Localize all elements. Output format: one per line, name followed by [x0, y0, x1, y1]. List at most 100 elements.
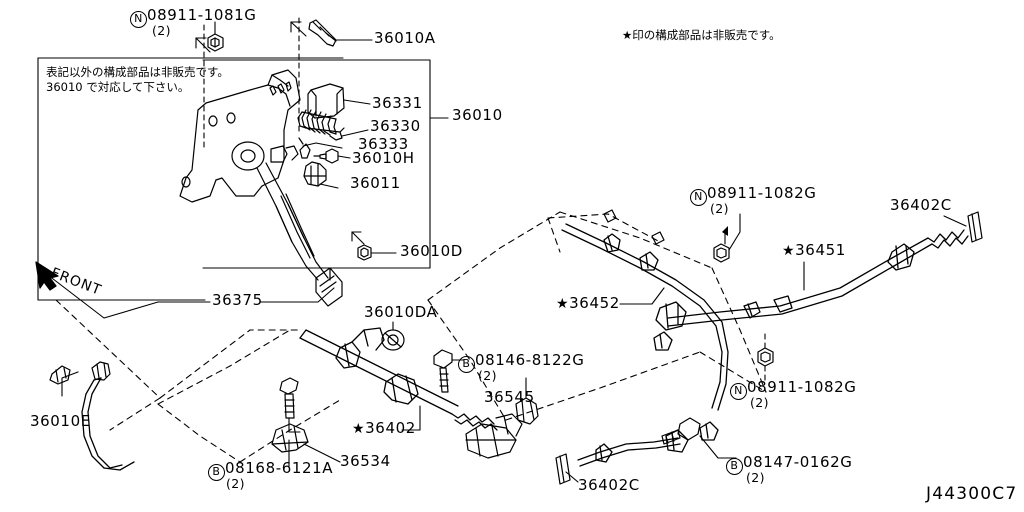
bracket-left-small [49, 365, 71, 385]
dashed-panel-center-right [427, 211, 767, 421]
leader-36402 [401, 405, 421, 431]
label-08911-1082G-upper-text: 08911-1082G [707, 184, 817, 202]
diagram-id: J44300C7 [926, 484, 1018, 504]
label-36010E: 36010E [30, 412, 91, 430]
front-direction-arrow [35, 261, 59, 291]
leader-36402C-top [943, 215, 967, 227]
leader-arrow-36010D [351, 231, 365, 245]
part-36331-boot [307, 83, 345, 119]
bracket-36534 [271, 423, 309, 453]
note-box-outline [37, 57, 344, 301]
fastener-class-icon-b: B [458, 356, 475, 373]
label-08911-1081G-text: 08911-1081G [147, 6, 257, 24]
qty-08168-6121A: (2) [226, 476, 245, 491]
non-sale-star-icon: ★ [782, 243, 796, 259]
grommet-36010DA [381, 329, 405, 351]
note-top-right: ★印の構成部品は非販売です。 [622, 28, 781, 42]
dashed-panel-upper-left [55, 299, 301, 431]
label-36011: 36011 [350, 174, 401, 192]
qty-08147-0162G: (2) [746, 470, 765, 485]
leader-36534 [303, 443, 341, 463]
fastener-class-icon-b: B [208, 464, 225, 481]
nut-08911-1082G-upper [713, 243, 730, 263]
bracket-36402C-top [967, 211, 983, 243]
leader-36010H [337, 155, 351, 159]
nut-36010D [357, 244, 372, 261]
part-group-box-36010 [202, 59, 431, 269]
label-08168-6121A-text: 08168-6121A [225, 459, 334, 477]
cable-36452 [561, 223, 729, 441]
fastener-class-icon-n: N [130, 11, 147, 28]
label-36330: 36330 [370, 117, 421, 135]
center-rod-assembly [299, 327, 498, 431]
fastener-class-icon-b: B [726, 458, 743, 475]
label-36451: ★36451 [782, 241, 846, 259]
cable-bracket-upper [603, 209, 665, 245]
pedal-bracket-assembly [179, 69, 343, 307]
label-36402-text: 36402 [365, 419, 416, 437]
dashed-panel-upper-right [547, 213, 661, 253]
part-36011-lever [303, 161, 327, 187]
cable-end-36010E [91, 361, 111, 381]
cable-end-bottom-right [577, 429, 689, 467]
label-08146-8122G-text: 08146-8122G [475, 351, 585, 369]
leader-36402C-bot [565, 471, 579, 483]
label-36452-text: 36452 [569, 294, 620, 312]
qty-08911-1082G-upper: (2) [710, 201, 729, 216]
qty-08146-8122G: (2) [478, 368, 497, 383]
leader-arrows-top [195, 21, 307, 53]
equalizer-assembly [465, 413, 523, 459]
bolt-08168-6121A [279, 377, 299, 419]
cable-36451 [655, 229, 969, 331]
leader-36375 [259, 287, 335, 303]
label-36545: 36545 [484, 388, 535, 406]
label-36331: 36331 [372, 94, 423, 112]
note-box-line2: 36010 で対応して下さい。 [46, 80, 190, 94]
panel-edge-left [43, 271, 159, 319]
leader-08168-6121A [288, 417, 301, 433]
label-08911-1082G-lower-text: 08911-1082G [747, 378, 857, 396]
label-36402C-bottom: 36402C [578, 476, 640, 494]
label-36010A: 36010A [374, 29, 436, 47]
label-36010D: 36010D [400, 242, 463, 260]
note-box-line1: 表記以外の構成部品は非販売です。 [46, 65, 229, 79]
part-36330-spring [297, 109, 345, 141]
part-36333-clip [298, 137, 311, 159]
label-08147-0162G-text: 08147-0162G [743, 453, 853, 471]
leader-36330 [341, 129, 369, 137]
qty-08911-1081G: (2) [152, 23, 171, 38]
leader-08911-1082G-upper [728, 213, 741, 251]
bracket-36402C-bot [555, 453, 571, 485]
non-sale-star-icon: ★ [352, 421, 366, 437]
label-36010H: 36010H [352, 149, 415, 167]
leader-36010E [61, 371, 79, 397]
leader-36331 [343, 99, 371, 105]
label-36402C-top: 36402C [890, 196, 952, 214]
leader-36333 [302, 142, 343, 149]
label-36375: 36375 [212, 291, 263, 309]
nut-08911-1081G [207, 33, 224, 52]
label-36333: 36333 [358, 135, 409, 153]
label-36534: 36534 [340, 452, 391, 470]
label-36452: ★36452 [556, 294, 620, 312]
leader-36452 [619, 287, 665, 305]
dashed-panel-lower-left [157, 329, 341, 463]
non-sale-star-icon: ★ [556, 296, 570, 312]
fastener-class-icon-n: N [730, 383, 747, 400]
cable-36010E [81, 377, 135, 471]
label-36451-text: 36451 [795, 241, 846, 259]
fastener-class-icon-n: N [690, 189, 707, 206]
bolt-08146-8122G [433, 349, 453, 393]
label-36010: 36010 [452, 106, 503, 124]
bolt-36010A [308, 19, 337, 47]
label-36010DA: 36010DA [364, 303, 438, 321]
leader-36011 [319, 183, 339, 189]
qty-08911-1082G-lower: (2) [750, 395, 769, 410]
